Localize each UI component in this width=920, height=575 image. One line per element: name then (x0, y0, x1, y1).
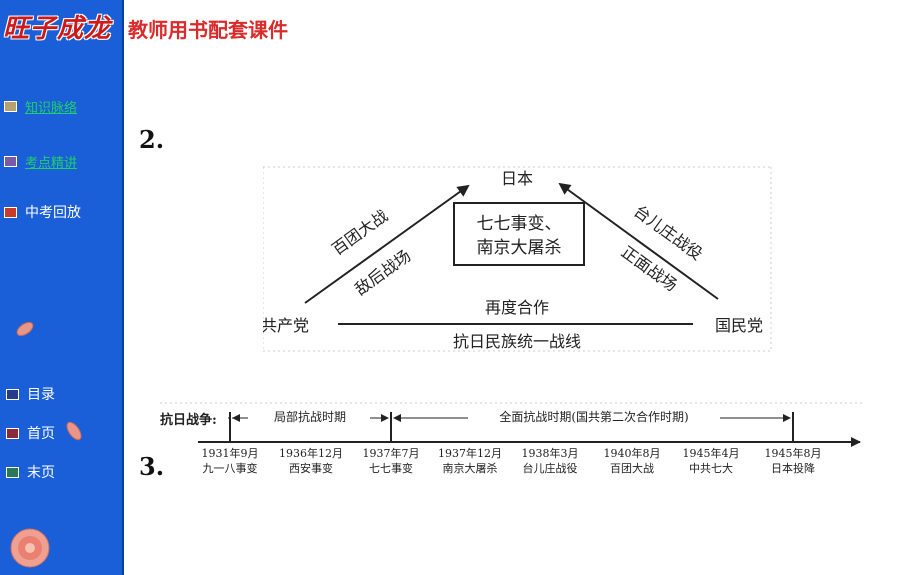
flower-decoration-icon (10, 528, 50, 568)
event-name: 台儿庄战役 (523, 461, 578, 475)
event-name: 南京大屠杀 (443, 461, 498, 475)
period-label-bg (248, 408, 370, 424)
nav-last-label[interactable]: 末页 (27, 465, 55, 481)
label-renewed-cooperation: 再度合作 (485, 298, 549, 317)
nav-item-label[interactable]: 中考回放 (25, 205, 81, 221)
center-events-line2: 南京大屠杀 (477, 238, 562, 258)
nav-item-label[interactable]: 知识脉络 (25, 101, 78, 116)
nav-home-label[interactable]: 首页 (27, 426, 55, 442)
label-enemy-rear-battlefield: 敌后战场 (351, 246, 414, 299)
nav-last[interactable]: 末页 (6, 462, 55, 482)
purple-square-icon (4, 156, 17, 167)
period-label-bg (468, 408, 720, 424)
tan-square-icon (4, 101, 17, 112)
node-kuomintang: 国民党 (715, 316, 763, 335)
page-subtitle: 教师用书配套课件 (128, 18, 288, 42)
event-name: 七七事变 (369, 461, 413, 475)
item-number-2: 2. (139, 125, 165, 154)
brand-logo: 旺子成龙 (3, 14, 112, 44)
nav-home[interactable]: 首页 (6, 423, 55, 443)
petal-decoration-icon (16, 321, 34, 337)
period-partial-label: 局部抗战时期 (274, 409, 346, 424)
item-number-3: 3. (139, 452, 165, 481)
sidebar (0, 0, 122, 575)
event-date: 1940年8月 (604, 446, 661, 460)
maroon-square-icon (6, 427, 19, 439)
period-full-label: 全面抗战时期(国共第二次合作时期) (499, 409, 688, 424)
timeline-diagram: 抗日战争: 局部抗战时期 全面抗战时期(国共第二次合作时期) 1931年9月九一… (160, 402, 865, 475)
node-communist-party: 共产党 (263, 316, 309, 335)
nav-item-knowledge[interactable]: 知识脉络 (4, 97, 77, 116)
timeline-label: 抗日战争: (160, 412, 217, 428)
event-name: 中共七大 (689, 461, 733, 475)
event-date: 1945年8月 (765, 446, 822, 460)
arrow-communist-to-japan (304, 184, 470, 304)
event-date: 1936年12月 (279, 446, 343, 460)
nav-item-label[interactable]: 考点精讲 (25, 156, 78, 171)
nav-contents-label[interactable]: 目录 (27, 387, 55, 403)
nav-item-keypoints[interactable]: 考点精讲 (4, 152, 77, 171)
label-united-front: 抗日民族统一战线 (453, 332, 581, 351)
node-japan: 日本 (501, 169, 533, 188)
event-name: 西安事变 (289, 461, 333, 475)
event-date: 1938年3月 (522, 446, 579, 460)
petal-decoration-icon (66, 421, 82, 441)
event-date: 1937年12月 (438, 446, 502, 460)
center-events-line1: 七七事变、 (477, 214, 562, 234)
red-square-icon (4, 206, 17, 218)
center-events-box (453, 202, 585, 266)
event-date: 1945年4月 (683, 446, 740, 460)
green-square-icon (6, 466, 19, 478)
nav-contents[interactable]: 目录 (6, 384, 55, 404)
label-hundred-regiments: 百团大战 (328, 206, 391, 259)
sidebar-divider (122, 0, 124, 575)
event-name: 百团大战 (610, 461, 654, 475)
event-name: 九一八事变 (203, 461, 258, 475)
event-date: 1937年7月 (363, 446, 420, 460)
arrow-kmt-to-japan (558, 182, 719, 300)
event-date: 1931年9月 (202, 446, 259, 460)
nav-item-exam-review[interactable]: 中考回放 (4, 202, 81, 222)
navy-square-icon (6, 388, 19, 400)
relationship-diagram: 日本 共产党 国民党 七七事变、 南京大屠杀 百团大战 敌后战场 台儿庄战役 正… (263, 166, 773, 352)
event-name: 日本投降 (771, 461, 815, 475)
